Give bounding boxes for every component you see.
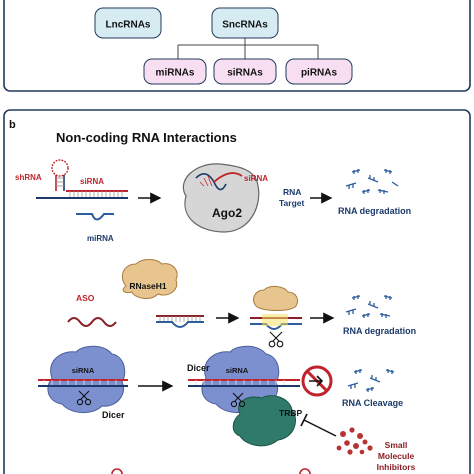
inhibition-line [303, 419, 337, 437]
rna-target-label-2: Target [279, 198, 305, 208]
rna-target-label-1: RNA [283, 187, 301, 197]
small-molecule-dots-icon [336, 427, 373, 455]
mirna-strand-icon [76, 213, 114, 221]
aso-strand-icon [67, 317, 117, 327]
sirnas-label: siRNAs [227, 68, 263, 79]
aso-target-duplex-icon [156, 315, 204, 328]
rnaseh1-cleavage-icon [250, 285, 302, 330]
sirna-in-ago2-label: siRNA [244, 174, 268, 183]
trbp-label: TRBP [279, 408, 302, 418]
rnaseh1-protein-icon [121, 259, 178, 299]
sirna-duplex-icon [36, 190, 128, 199]
rna-cleavage-label: RNA Cleavage [342, 398, 403, 408]
panel-b: b Non-coding RNA Interactions shRNA siRN… [3, 109, 471, 474]
inhibitors-label-3: Inhibitors [377, 462, 416, 472]
sirna-label-row1: siRNA [80, 177, 104, 186]
scissors-icon-row3-left [76, 390, 92, 406]
sirna-label-row3-left: siRNA [72, 366, 95, 375]
scissors-icon-row3-right [230, 392, 246, 408]
inhibitors-label-1: Small [385, 440, 408, 450]
rna-degradation-label-row1: RNA degradation [338, 206, 411, 216]
mirnas-label: miRNAs [156, 68, 195, 79]
pirnas-box: piRNAs [285, 58, 353, 85]
panel-b-label: b [9, 119, 16, 131]
inhibitors-label-2: Molecule [378, 451, 415, 461]
rna-fragments-icon-row2 [345, 295, 393, 318]
partial-bottom-icons [111, 468, 311, 474]
rna-fragments-icon-row1 [345, 169, 399, 194]
mirna-label: miRNA [87, 234, 114, 243]
dicer-protein-icon-right [188, 345, 300, 413]
row-dicer: siRNA Dicer [38, 345, 416, 474]
panel-b-title: Non-coding RNA Interactions [56, 130, 237, 145]
inhibition-bar [300, 413, 308, 427]
dicer-label-left: Dicer [102, 410, 125, 420]
aso-label: ASO [76, 293, 95, 303]
dicer-label-right: Dicer [187, 363, 210, 373]
dicer-protein-icon-left [38, 345, 128, 413]
sirnas-box: siRNAs [213, 58, 277, 85]
ago2-label: Ago2 [212, 206, 242, 220]
sncrnas-label: SncRNAs [222, 20, 268, 31]
shrna-label: shRNA [15, 173, 42, 182]
scissors-icon-row2 [268, 331, 284, 348]
row-sirna-mirna: shRNA siRNA [15, 159, 411, 243]
trbp-protein-icon [232, 395, 296, 447]
rnaseh1-label: RNaseH1 [129, 281, 167, 291]
rna-fragments-icon-row3 [347, 369, 395, 392]
lncrnas-label: LncRNAs [105, 20, 150, 31]
ago2-protein-icon [182, 163, 260, 233]
row-aso: RNaseH1 ASO [67, 259, 416, 348]
sncrnas-box: SncRNAs [211, 7, 279, 39]
lncrnas-box: LncRNAs [94, 7, 162, 39]
pirnas-label: piRNAs [301, 68, 338, 79]
rna-degradation-label-row2: RNA degradation [343, 326, 416, 336]
no-sign-icon [301, 365, 333, 397]
sirna-label-row3-right: siRNA [226, 366, 249, 375]
shrna-hairpin-icon [51, 159, 69, 191]
panel-a: LncRNAs SncRNAs miRNAs siRNAs piRNAs [3, 0, 471, 92]
mirnas-box: miRNAs [143, 58, 207, 85]
